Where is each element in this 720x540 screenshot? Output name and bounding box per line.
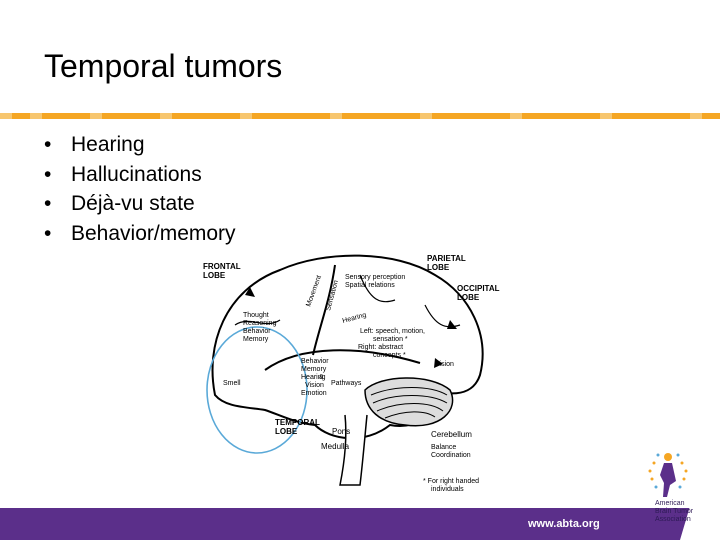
- behavior-label-frontal: Behavior: [243, 328, 271, 335]
- pathways-label: Pathways: [331, 380, 362, 387]
- footer-bar: [0, 508, 720, 540]
- balance-label: Balance: [431, 444, 456, 451]
- memory-label-frontal: Memory: [243, 336, 269, 343]
- frontal-lobe-label: FRONTAL: [203, 262, 241, 271]
- parietal-lobe-label: PARIETAL: [427, 254, 466, 263]
- emotion-label: Emotion: [301, 390, 327, 397]
- left-label-1: Left: speech, motion,: [360, 328, 425, 335]
- footer-url[interactable]: www.abta.org: [528, 518, 600, 530]
- pons-label: Pons: [332, 427, 350, 436]
- right-label-2: concepts *: [373, 352, 406, 359]
- thought-label: Thought: [243, 312, 269, 319]
- behavior-label-temporal: Behavior: [301, 358, 329, 365]
- bullet-item: •Hallucinations: [44, 162, 202, 186]
- footnote-1: * For right handed: [423, 478, 479, 485]
- parietal-lobe-sub: LOBE: [427, 263, 450, 272]
- abta-logo-text: American Brain Tumor Association: [655, 500, 694, 523]
- left-label-2: sensation *: [373, 336, 408, 343]
- hearing-label-temporal: Hearing: [301, 374, 326, 381]
- coordination-label: Coordination: [431, 452, 471, 459]
- vision-label-temporal: Vision: [305, 382, 324, 389]
- smell-label: Smell: [223, 380, 241, 387]
- occipital-lobe-label: OCCIPITAL: [457, 284, 500, 293]
- slide-title: Temporal tumors: [44, 48, 283, 84]
- spatial-label: Spatial relations: [345, 282, 395, 289]
- bullet-item: •Déjà-vu state: [44, 192, 195, 215]
- cerebellum-label: Cerebellum: [431, 430, 472, 439]
- medulla-label: Medulla: [321, 442, 350, 451]
- bullet-list: •Hearing •Hallucinations •Déjà-vu state …: [44, 130, 236, 248]
- amp-label: &: [319, 374, 324, 381]
- frontal-lobe-sub: LOBE: [203, 271, 226, 280]
- reasoning-label: Reasoning: [243, 320, 277, 327]
- brain-diagram: FRONTAL LOBE PARIETAL LOBE OCCIPITAL LOB…: [203, 254, 500, 493]
- right-label-1: Right: abstract: [358, 344, 403, 351]
- temporal-lobe-sub: LOBE: [275, 427, 298, 436]
- abta-logo-icon: [648, 405, 720, 540]
- memory-label-temporal: Memory: [301, 366, 327, 373]
- vision-label: Vision: [435, 361, 454, 368]
- sensory-label: Sensory perception: [345, 274, 405, 281]
- footnote-2: individuals: [431, 486, 464, 493]
- bullet-item: •Behavior/memory: [44, 221, 236, 245]
- temporal-lobe-label: TEMPORAL: [275, 418, 320, 427]
- divider-bar: [0, 113, 720, 119]
- bullet-item: •Hearing: [44, 133, 145, 156]
- occipital-lobe-sub: LOBE: [457, 293, 480, 302]
